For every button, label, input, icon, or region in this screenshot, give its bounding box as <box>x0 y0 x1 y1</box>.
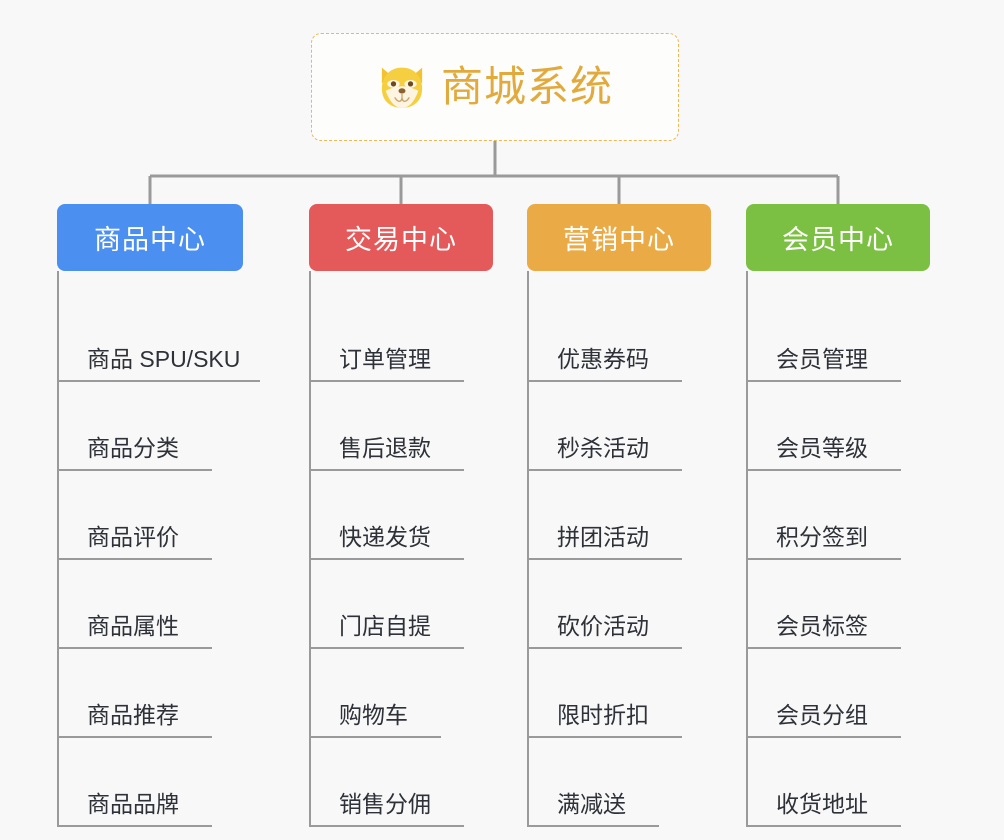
list-item[interactable]: 拼团活动 <box>527 471 711 560</box>
category-header-marketing-center[interactable]: 营销中心 <box>527 204 711 271</box>
list-item[interactable]: 购物车 <box>309 649 493 738</box>
leaf-underline <box>57 469 212 471</box>
leaf-underline <box>309 825 464 827</box>
list-item[interactable]: 商品评价 <box>57 471 243 560</box>
list-item[interactable]: 商品推荐 <box>57 649 243 738</box>
category-header-product-center[interactable]: 商品中心 <box>57 204 243 271</box>
leaf-label: 销售分佣 <box>339 791 431 817</box>
leaf-underline <box>309 469 464 471</box>
leaf-underline <box>746 825 901 827</box>
list-item[interactable]: 秒杀活动 <box>527 382 711 471</box>
column-spine <box>309 271 311 827</box>
leaf-underline <box>309 558 464 560</box>
category-header-trade-center[interactable]: 交易中心 <box>309 204 493 271</box>
leaf-underline <box>57 558 212 560</box>
list-item[interactable]: 订单管理 <box>309 293 493 382</box>
leaf-label: 收货地址 <box>776 791 868 817</box>
leaf-label: 商品属性 <box>87 613 179 639</box>
list-item[interactable]: 快递发货 <box>309 471 493 560</box>
list-item[interactable]: 商品分类 <box>57 382 243 471</box>
leaf-list-trade-center: 订单管理 售后退款 快递发货 门店自提 购物车 <box>309 271 493 827</box>
list-item[interactable]: 门店自提 <box>309 560 493 649</box>
leaf-underline <box>746 647 901 649</box>
leaf-underline <box>527 380 682 382</box>
leaf-list-member-center: 会员管理 会员等级 积分签到 会员标签 会员分组 <box>746 271 930 827</box>
leaf-underline <box>309 736 441 738</box>
leaf-underline <box>527 736 682 738</box>
list-item[interactable]: 砍价活动 <box>527 560 711 649</box>
root-title: 商城系统 <box>440 63 613 110</box>
list-item[interactable]: 收货地址 <box>746 738 930 827</box>
list-item[interactable]: 积分签到 <box>746 471 930 560</box>
leaf-underline <box>527 647 682 649</box>
leaf-underline <box>746 736 901 738</box>
column-member-center: 会员中心 会员管理 会员等级 积分签到 会员标签 <box>746 204 930 827</box>
leaf-underline <box>746 380 901 382</box>
leaf-label: 拼团活动 <box>557 524 649 550</box>
leaf-underline <box>57 647 212 649</box>
list-item[interactable]: 会员管理 <box>746 293 930 382</box>
leaf-label: 积分签到 <box>776 524 868 550</box>
leaf-label: 商品推荐 <box>87 702 179 728</box>
list-item[interactable]: 优惠券码 <box>527 293 711 382</box>
root-node[interactable]: 商城系统 <box>311 33 679 141</box>
category-label: 营销中心 <box>563 225 675 255</box>
leaf-underline <box>57 825 212 827</box>
leaf-label: 商品评价 <box>87 524 179 550</box>
leaf-list-product-center: 商品 SPU/SKU 商品分类 商品评价 商品属性 商品推荐 <box>57 271 260 827</box>
leaf-label: 会员管理 <box>776 346 868 372</box>
leaf-underline <box>527 825 659 827</box>
leaf-underline <box>527 558 682 560</box>
leaf-label: 会员等级 <box>776 435 868 461</box>
leaf-label: 购物车 <box>339 702 408 728</box>
list-item[interactable]: 会员分组 <box>746 649 930 738</box>
leaf-label: 商品 SPU/SKU <box>87 346 241 372</box>
category-label: 会员中心 <box>782 225 894 255</box>
leaf-label: 会员标签 <box>776 613 868 639</box>
leaf-label: 门店自提 <box>339 613 431 639</box>
column-marketing-center: 营销中心 优惠券码 秒杀活动 拼团活动 砍价活动 <box>527 204 711 827</box>
list-item[interactable]: 商品品牌 <box>57 738 243 827</box>
leaf-label: 砍价活动 <box>557 613 649 639</box>
leaf-underline <box>309 380 464 382</box>
column-spine <box>527 271 529 827</box>
list-item[interactable]: 商品 SPU/SKU <box>57 293 260 382</box>
leaf-label: 商品分类 <box>87 435 179 461</box>
list-item[interactable]: 满减送 <box>527 738 711 827</box>
leaf-label: 售后退款 <box>339 435 431 461</box>
list-item[interactable]: 售后退款 <box>309 382 493 471</box>
list-item[interactable]: 会员标签 <box>746 560 930 649</box>
leaf-label: 会员分组 <box>776 702 868 728</box>
shiba-dog-face-icon <box>381 67 423 108</box>
column-product-center: 商品中心 商品 SPU/SKU 商品分类 商品评价 商品属性 <box>57 204 260 827</box>
column-spine <box>57 271 59 827</box>
leaf-underline <box>57 736 212 738</box>
leaf-label: 秒杀活动 <box>557 435 649 461</box>
leaf-label: 订单管理 <box>339 346 431 372</box>
category-label: 交易中心 <box>345 225 457 255</box>
leaf-label: 限时折扣 <box>557 702 649 728</box>
category-label: 商品中心 <box>94 225 206 255</box>
leaf-underline <box>309 647 464 649</box>
leaf-underline <box>746 469 901 471</box>
leaf-label: 优惠券码 <box>557 346 649 372</box>
leaf-label: 快递发货 <box>339 524 431 550</box>
column-spine <box>746 271 748 827</box>
leaf-list-marketing-center: 优惠券码 秒杀活动 拼团活动 砍价活动 限时折扣 <box>527 271 711 827</box>
list-item[interactable]: 会员等级 <box>746 382 930 471</box>
leaf-underline <box>746 558 901 560</box>
list-item[interactable]: 限时折扣 <box>527 649 711 738</box>
leaf-label: 满减送 <box>557 791 626 817</box>
list-item[interactable]: 销售分佣 <box>309 738 493 827</box>
leaf-underline <box>57 380 260 382</box>
leaf-underline <box>527 469 682 471</box>
list-item[interactable]: 商品属性 <box>57 560 243 649</box>
category-header-member-center[interactable]: 会员中心 <box>746 204 930 271</box>
leaf-label: 商品品牌 <box>87 791 179 817</box>
column-trade-center: 交易中心 订单管理 售后退款 快递发货 门店自提 <box>309 204 493 827</box>
